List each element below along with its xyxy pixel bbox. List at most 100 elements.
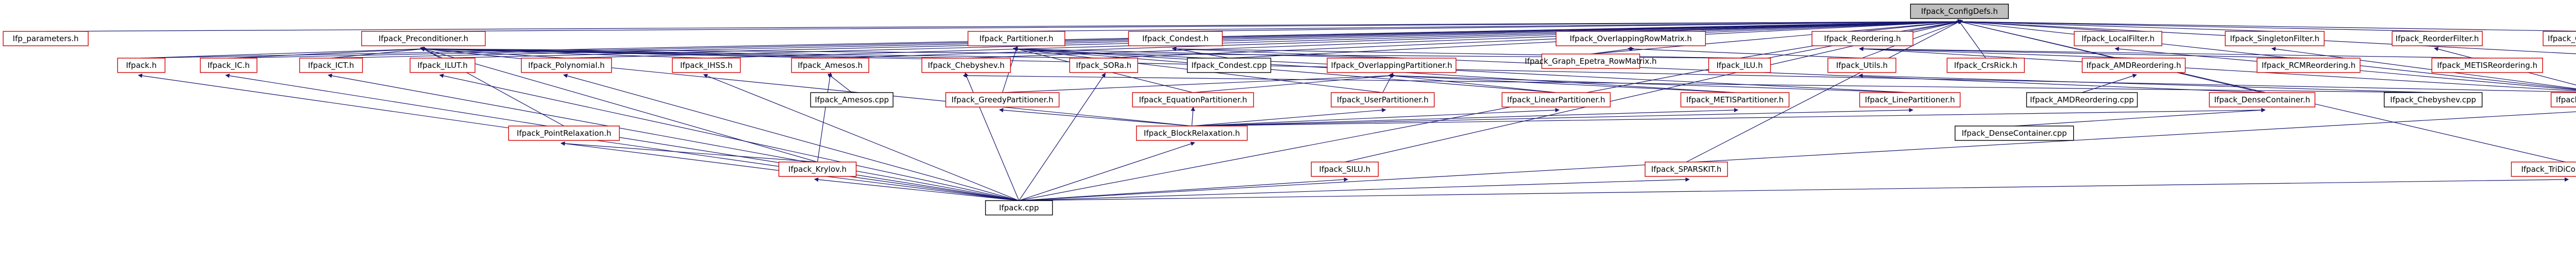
file-node-tridicont[interactable]: Ifpack_TriDiContainer.h	[2511, 162, 2576, 177]
include-edge	[1172, 47, 1229, 59]
include-edge	[998, 107, 1192, 127]
include-edge	[1104, 19, 1963, 59]
file-node-chebycpp: Ifpack_Chebyshev.cpp	[2383, 92, 2483, 107]
file-node-linearpart[interactable]: Ifpack_LinearPartitioner.h	[1501, 92, 1611, 107]
file-node-params[interactable]: Ifp_parameters.h	[3, 31, 89, 46]
file-node-label: Ifpack_Polynomial.h	[528, 61, 605, 70]
include-edge	[1859, 46, 2487, 59]
include-edge	[1956, 19, 2576, 32]
include-edge	[962, 73, 2433, 93]
file-node-label: Ifpack_GreedyPartitioner.h	[952, 95, 1054, 105]
file-node-label: Ifpack_ILUT.h	[417, 61, 468, 70]
file-node-amesos[interactable]: Ifpack_Amesos.h	[791, 58, 870, 73]
file-node-overlapgraph[interactable]: Ifpack_OverlapGraph.h	[2543, 31, 2576, 46]
file-node-linepart[interactable]: Ifpack_LinePartitioner.h	[1859, 92, 1961, 107]
file-node-label: Ifpack_LinePartitioner.h	[1865, 95, 1955, 105]
file-node-label: Ifpack_RCMReordering.h	[2262, 61, 2355, 70]
file-node-sparsky[interactable]: Ifpack_SPARSKIT.h	[1645, 162, 1728, 177]
file-node-precond[interactable]: Ifpack_Preconditioner.h	[361, 31, 486, 46]
file-node-ilu[interactable]: Ifpack_ILU.h	[1708, 58, 1771, 73]
file-node-ic[interactable]: Ifpack_IC.h	[200, 58, 258, 73]
include-edge	[1019, 177, 2569, 201]
file-node-localfilter[interactable]: Ifpack_LocalFilter.h	[2074, 31, 2162, 46]
file-node-singleton[interactable]: Ifpack_SingletonFilter.h	[2225, 31, 2325, 46]
file-node-amdcpp: Ifpack_AMDReordering.cpp	[2026, 92, 2138, 107]
include-edge	[420, 47, 818, 163]
file-node-label: Ifpack_OverlappingRowMatrix.h	[1570, 34, 1692, 44]
file-node-reorderfilter[interactable]: Ifpack_ReorderFilter.h	[2392, 31, 2483, 46]
file-node-chebyshev[interactable]: Ifpack_Chebyshev.h	[921, 58, 1011, 73]
file-node-label: Ifpack_SPARSKIT.h	[1651, 165, 1722, 174]
file-node-userpart[interactable]: Ifpack_UserPartitioner.h	[1331, 92, 1435, 107]
include-edge	[566, 19, 1963, 59]
include-edge	[1859, 46, 2576, 92]
file-node-blockrelax[interactable]: Ifpack_BlockRelaxation.h	[1136, 125, 1248, 141]
file-node-label: Ifpack_Amesos.cpp	[815, 95, 889, 105]
file-node-ifpack[interactable]: Ifpack.h	[117, 58, 165, 73]
file-node-label: Ifpack_LinearPartitioner.h	[1507, 95, 1605, 105]
file-node-silu[interactable]: Ifpack_SILU.h	[1311, 162, 1379, 177]
file-node-metispart[interactable]: Ifpack_METISPartitioner.h	[1680, 92, 1790, 107]
include-edge	[1956, 20, 2576, 90]
file-node-label: Ifpack_TriDiContainer.h	[2521, 165, 2576, 174]
file-node-greedy[interactable]: Ifpack_GreedyPartitioner.h	[945, 92, 1060, 107]
file-node-equation[interactable]: Ifpack_EquationPartitioner.h	[1132, 92, 1254, 107]
include-edge	[1957, 19, 1986, 59]
file-node-label: Ifpack_OverlappingPartitioner.h	[1331, 61, 1452, 70]
file-node-label: Ifp_parameters.h	[13, 34, 79, 44]
include-edge	[1859, 46, 2134, 59]
file-node-reordering[interactable]: Ifpack_Reordering.h	[1811, 31, 1913, 46]
include-edge	[2014, 107, 2266, 127]
file-node-label: Ifpack_IHSS.h	[680, 61, 733, 70]
file-node-metisreord[interactable]: Ifpack_METISReordering.h	[2431, 58, 2543, 73]
file-node-overlappart[interactable]: Ifpack_OverlappingPartitioner.h	[1327, 58, 1456, 73]
file-node-subgraph[interactable]: Ifpack_OverlappingRowMatrix.h	[1555, 31, 1706, 46]
file-node-ihss[interactable]: Ifpack_IHSS.h	[672, 58, 741, 73]
file-node-crsrick[interactable]: Ifpack_CrsRick.h	[1946, 58, 2025, 73]
file-node-label: Ifpack_EquationPartitioner.h	[1139, 95, 1247, 105]
file-node-label: Ifpack_Reordering.h	[1824, 34, 1901, 44]
include-edge	[1193, 73, 1395, 93]
include-edge	[420, 46, 707, 59]
include-edge	[703, 74, 1020, 201]
file-node-ict[interactable]: Ifpack_ICT.h	[299, 58, 363, 73]
file-node-label: Ifpack_AdditiveSchwarz.h	[2556, 95, 2576, 105]
file-node-label: Ifpack_CrsRick.h	[1954, 61, 2018, 70]
file-node-pointrelax[interactable]: Ifpack_PointRelaxation.h	[508, 125, 620, 141]
include-edge	[1019, 73, 1106, 201]
include-edge	[420, 46, 1104, 59]
file-node-label: Ifpack_AMDReordering.h	[2086, 61, 2181, 70]
include-edge	[1019, 177, 1690, 201]
include-edge	[1956, 19, 2275, 32]
file-node-graphepetra[interactable]: Ifpack_Graph_Epetra_RowMatrix.h	[1525, 53, 1657, 69]
file-node-label: Ifpack_ReorderFilter.h	[2396, 34, 2479, 44]
file-node-label: Ifpack_IC.h	[208, 61, 250, 70]
file-node-additive[interactable]: Ifpack_AdditiveSchwarz.h	[2550, 92, 2576, 107]
file-node-ilut[interactable]: Ifpack_ILUT.h	[410, 58, 476, 73]
file-node-polynomial[interactable]: Ifpack_Polynomial.h	[521, 58, 612, 73]
file-node-amdreord[interactable]: Ifpack_AMDReordering.h	[2081, 58, 2186, 73]
file-node-condest[interactable]: Ifpack_Condest.h	[1128, 31, 1223, 46]
file-node-label: Ifpack_DenseContainer.h	[2214, 95, 2310, 105]
file-node-utils[interactable]: Ifpack_Utils.h	[1827, 58, 1896, 73]
include-edge	[561, 141, 818, 163]
file-node-label: Ifpack_METISPartitioner.h	[1686, 95, 1784, 105]
file-node-condestcpp: Ifpack_Condest.cpp	[1187, 58, 1272, 73]
file-node-rcm[interactable]: Ifpack_RCMReordering.h	[2257, 58, 2361, 73]
file-node-densecont[interactable]: Ifpack_DenseContainer.h	[2209, 92, 2316, 107]
include-edge	[817, 72, 833, 163]
include-edge	[1175, 19, 1963, 32]
include-edge	[1013, 46, 1910, 93]
file-node-label: Ifpack_SILU.h	[1319, 165, 1370, 174]
file-node-krylov[interactable]: Ifpack_Krylov.h	[778, 162, 857, 177]
file-node-label: Ifpack.cpp	[999, 203, 1039, 212]
file-node-sor[interactable]: Ifpack_SORa.h	[1069, 58, 1138, 73]
include-edge	[1019, 141, 1195, 201]
file-node-label: Ifpack_DenseContainer.cpp	[1962, 129, 2067, 138]
include-edge	[1956, 20, 2566, 163]
file-node-configdefs: Ifpack_ConfigDefs.h	[1910, 4, 2009, 19]
include-edge	[225, 74, 1019, 201]
include-edge	[1627, 46, 1862, 59]
file-node-partitioner[interactable]: Ifpack_Partitioner.h	[968, 31, 1065, 46]
